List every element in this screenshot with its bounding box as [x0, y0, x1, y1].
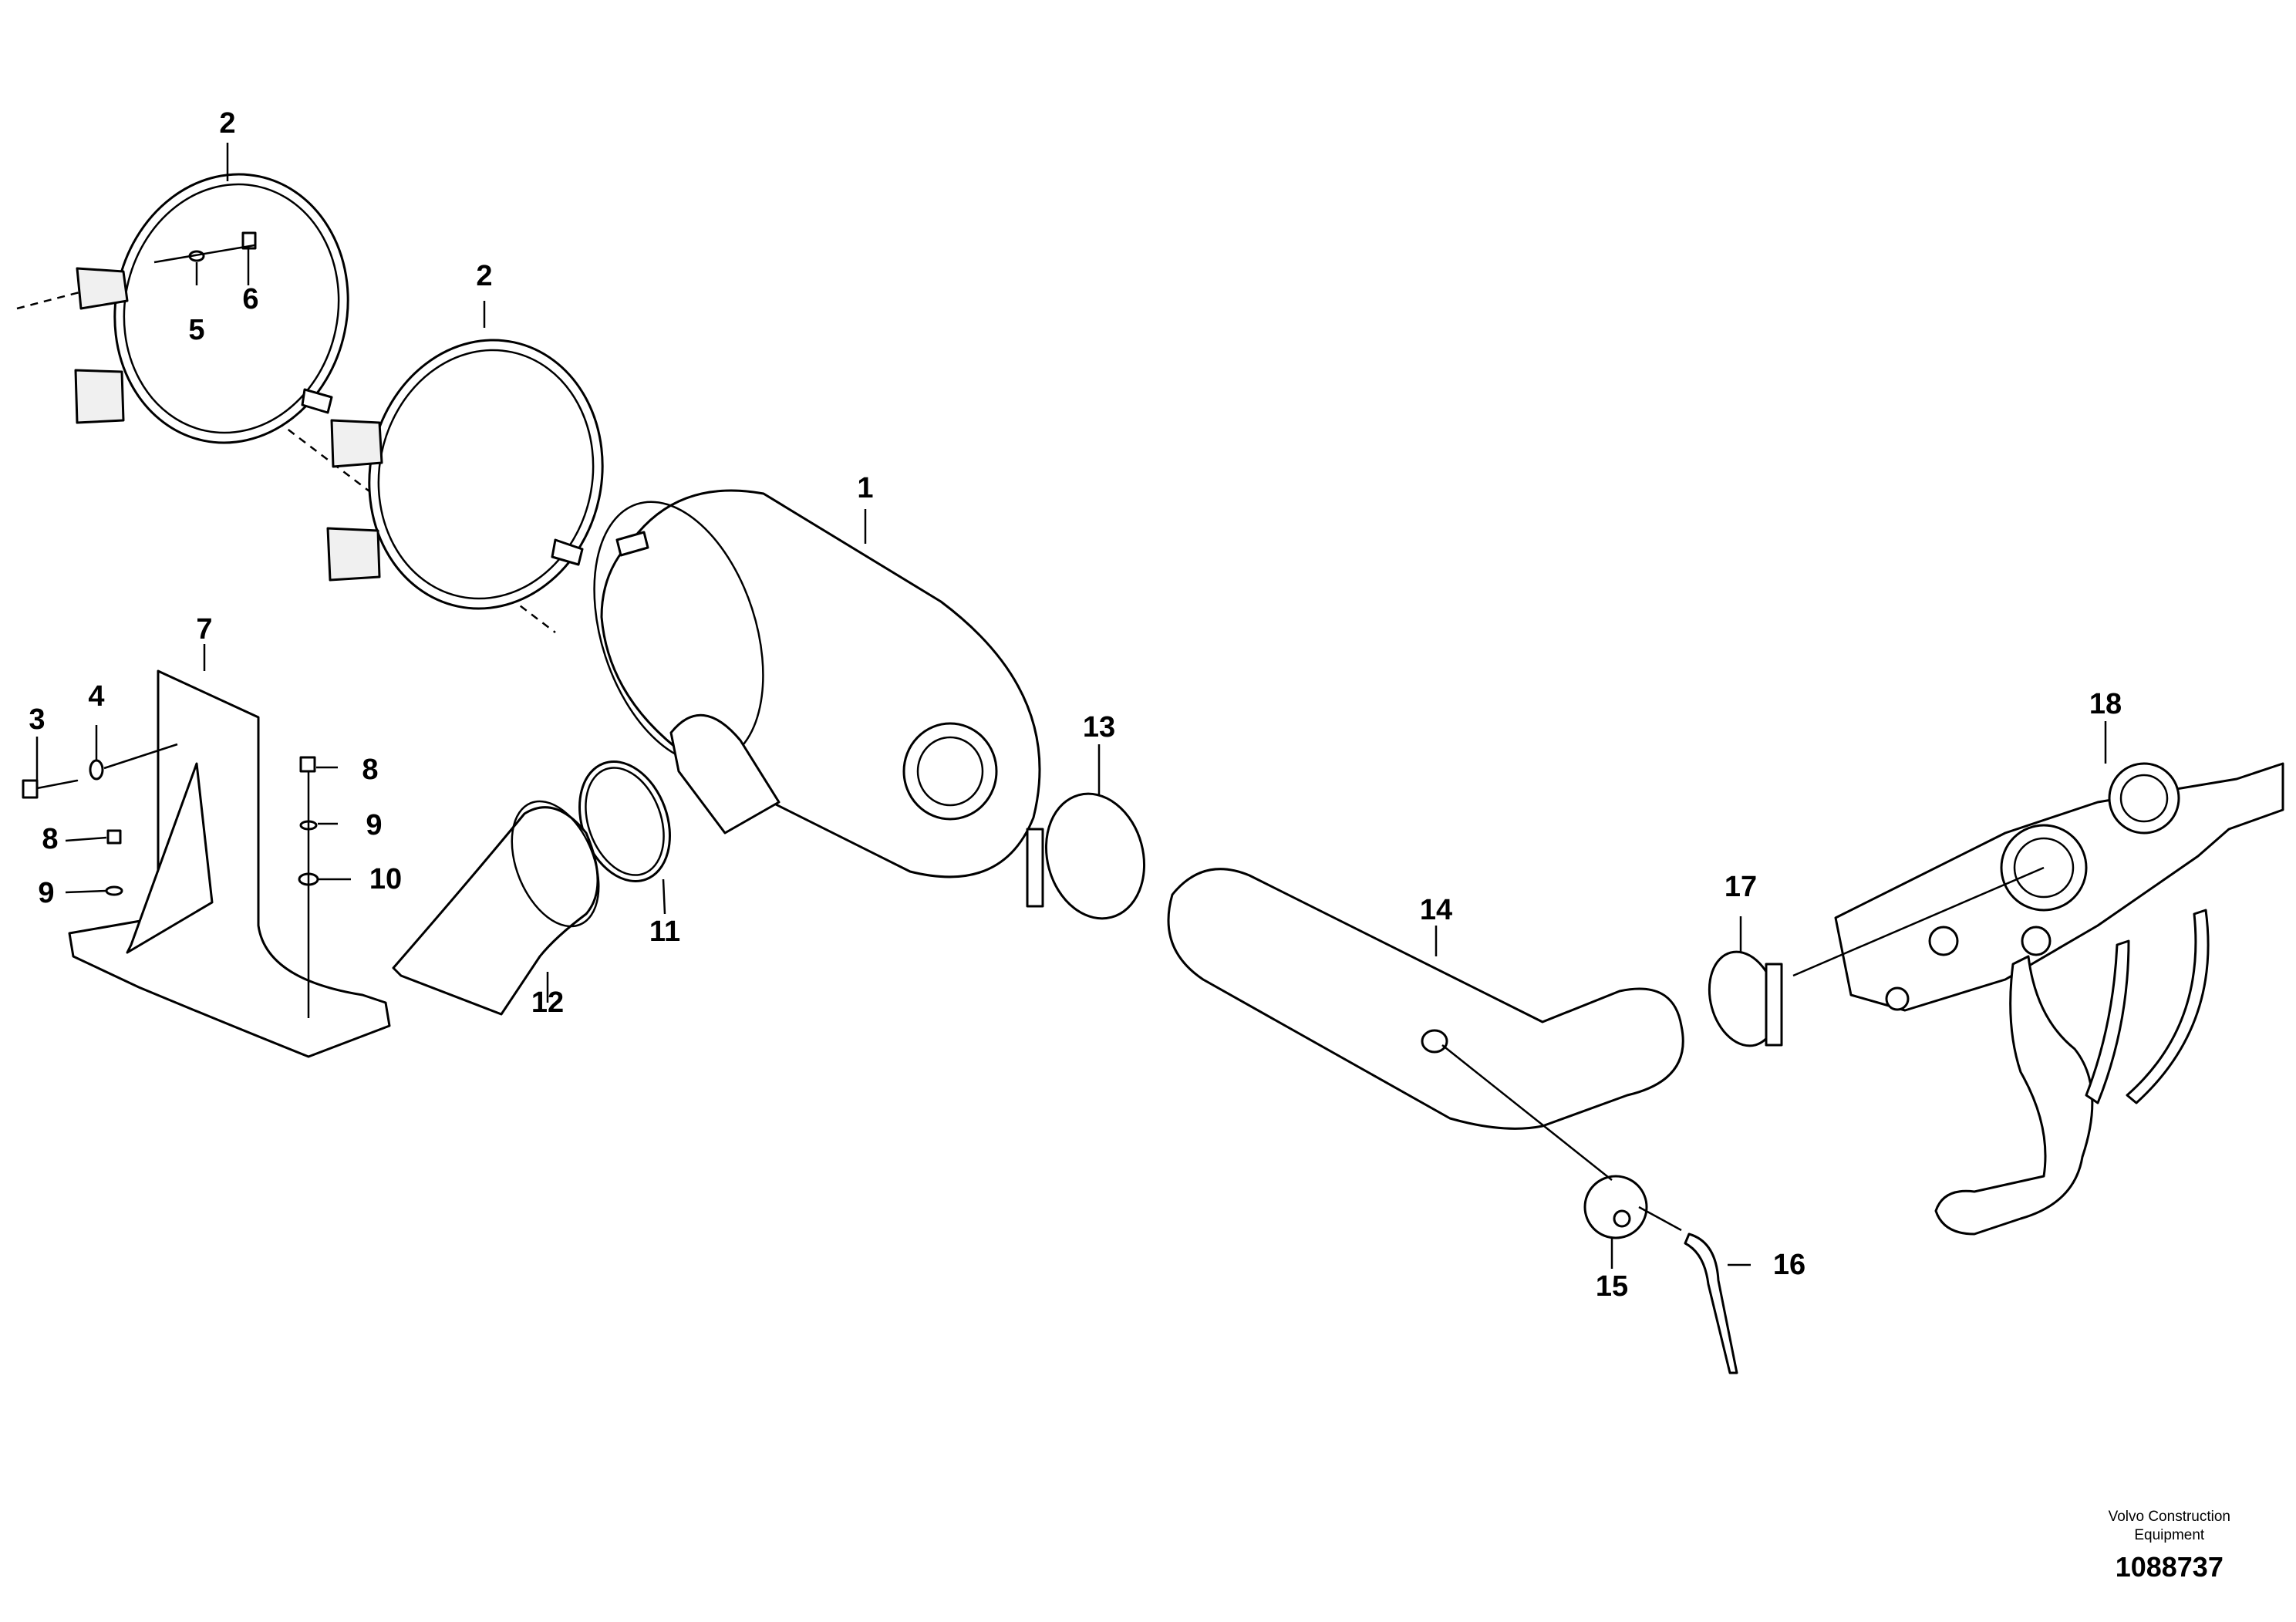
callout-9-left: 9	[38, 877, 54, 909]
leader-17-18	[1792, 866, 2045, 977]
part-3-bolt	[22, 779, 79, 799]
callout-8-left: 8	[42, 823, 58, 855]
part-16-vent-hose	[1684, 1233, 1738, 1374]
callout-2-left: 2	[219, 107, 235, 140]
part-9-washer-left	[105, 885, 123, 896]
part-17-hose-clamp	[1708, 950, 1783, 1047]
leader-14-15	[1441, 1044, 1682, 1232]
part-7-bracket	[68, 669, 391, 1058]
part-8-bolt-right	[299, 756, 316, 773]
manufacturer-line-2: Equipment	[2134, 1527, 2205, 1543]
document-number: 1088737	[2115, 1551, 2224, 1583]
callout-16: 16	[1773, 1249, 1805, 1281]
callout-6: 6	[242, 283, 258, 315]
callout-17: 17	[1725, 871, 1757, 903]
manufacturer-line-1: Volvo Construction	[2108, 1509, 2230, 1525]
callout-11: 11	[649, 916, 680, 948]
part-1-air-filter	[593, 489, 1041, 878]
callout-18: 18	[2089, 688, 2122, 720]
callout-12: 12	[531, 986, 564, 1019]
part-13-hose-clamp	[1026, 792, 1146, 920]
part-15-plug	[1583, 1175, 1648, 1239]
callout-1: 1	[857, 472, 873, 504]
part-2-band-left	[74, 173, 349, 444]
document-footer: Volvo Construction Equipment 1088737	[2109, 1508, 2230, 1583]
callout-2-right: 2	[476, 260, 492, 292]
part-2-band-right	[326, 339, 604, 610]
callout-3: 3	[29, 703, 45, 736]
callout-8-right: 8	[362, 754, 378, 786]
callout-9-right: 9	[366, 809, 382, 841]
leader-3-4	[103, 743, 178, 770]
part-18-turbocharger	[1834, 762, 2284, 1236]
callout-10: 10	[369, 863, 402, 895]
callout-15: 15	[1596, 1270, 1628, 1303]
callout-14: 14	[1420, 894, 1452, 926]
callout-leaders	[35, 143, 2107, 1269]
callout-5: 5	[188, 314, 204, 346]
part-4-washer	[89, 759, 104, 781]
part-12-inlet-elbow	[392, 800, 600, 1016]
leader-5-6	[153, 244, 255, 264]
part-14-intake-hose	[1167, 868, 1684, 1130]
part-8-bolt-left	[106, 829, 122, 845]
callout-13: 13	[1083, 711, 1115, 744]
callout-7: 7	[196, 613, 212, 646]
callout-4: 4	[88, 680, 104, 713]
